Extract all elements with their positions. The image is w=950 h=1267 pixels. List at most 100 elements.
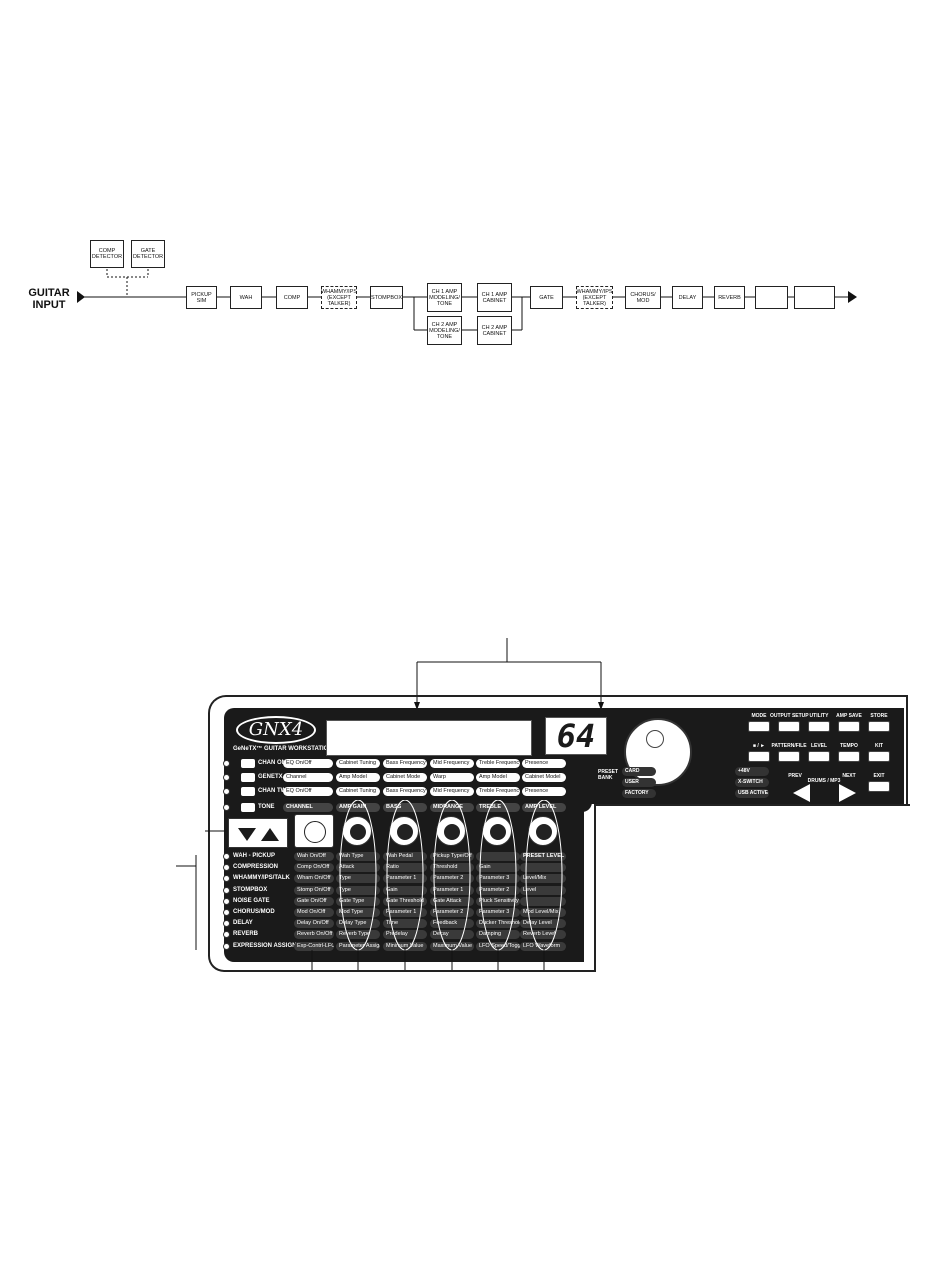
row-select-button[interactable] — [241, 773, 255, 782]
effect-led — [223, 931, 230, 939]
effect-led — [223, 864, 230, 872]
next-arrow-icon[interactable] — [839, 784, 856, 802]
row-led — [223, 804, 230, 811]
parameter-pill: Amp Model — [336, 773, 380, 782]
amp-level-knob[interactable] — [528, 816, 558, 846]
effect-parameter: Parameter 3 — [476, 908, 520, 917]
btn-mode-label: MODE — [751, 713, 767, 719]
effect-parameter: Wham On/Off — [294, 874, 334, 884]
device-outline — [414, 638, 604, 710]
tempo-button[interactable] — [838, 751, 860, 762]
effect-parameter: Level — [520, 885, 566, 895]
effect-led — [223, 886, 230, 894]
effect-parameter: Parameter 2 — [430, 874, 474, 884]
up-down-buttons[interactable] — [228, 818, 288, 848]
effect-parameter: Gate On/Off — [294, 896, 334, 906]
store-button[interactable] — [868, 721, 890, 732]
effect-parameter: Threshold — [430, 863, 474, 873]
delay-block: DELAY — [672, 286, 703, 309]
lcd-display — [326, 720, 532, 756]
parameter-pill: Treble Frequency — [476, 787, 520, 796]
effect-led — [223, 942, 230, 950]
level-button[interactable] — [808, 751, 830, 762]
midrange-knob[interactable] — [436, 816, 466, 846]
effect-row-label[interactable]: WHAMMY/IPS/TALK — [233, 875, 290, 882]
gate-block: GATE — [530, 286, 563, 309]
effect-parameter: Parameter 1 — [430, 885, 474, 895]
btn-utility-label: UTILITY — [809, 713, 829, 719]
row-led — [223, 788, 230, 795]
row-label: CHAN ONE EQ — [258, 760, 301, 766]
bass-knob[interactable] — [389, 816, 419, 846]
parameter-pill: Cabinet Mode — [383, 773, 427, 782]
kit-button[interactable] — [868, 751, 890, 762]
row-label: CHAN TWO EQ — [258, 788, 302, 794]
parameter-pill: Amp Model — [476, 773, 520, 782]
effect-row-label[interactable]: EXPRESSION ASSIGN — [233, 942, 297, 949]
preset-card[interactable]: CARD — [622, 767, 656, 776]
effect-led — [223, 897, 230, 905]
effect-row-label[interactable]: DELAY — [233, 920, 253, 927]
signal-chain-lines — [77, 269, 857, 331]
amp-gain-knob[interactable] — [342, 816, 372, 846]
treble-knob[interactable] — [482, 816, 512, 846]
led-x-switch: X-SWITCH — [735, 778, 769, 787]
ch2-amp-modeling-block: CH 2 AMP MODELING/ TONE — [427, 316, 462, 345]
mode-button[interactable] — [748, 721, 770, 732]
parameter-pill: Treble Frequency — [476, 759, 520, 768]
amp-save-button[interactable] — [838, 721, 860, 732]
row-label: GENETX — [258, 774, 283, 780]
btn-kit-label: KIT — [874, 743, 884, 749]
effect-row-label[interactable]: STOMPBOX — [233, 886, 268, 893]
effect-parameter: Stomp On/Off — [294, 885, 334, 895]
tone-header: AMP GAIN — [336, 803, 380, 812]
btn-tempo-label: TEMPO — [840, 743, 858, 749]
effect-row-label[interactable]: WAH - PICKUP — [233, 853, 275, 859]
effect-parameter: Reverb Type — [336, 930, 380, 940]
effect-parameter: Type — [336, 874, 380, 884]
utility-button[interactable] — [808, 721, 830, 732]
gate-detector-block: GATE DETECTOR — [131, 240, 165, 268]
row-select-button[interactable] — [241, 787, 255, 796]
effect-parameter: Pickup Type/Off — [430, 852, 474, 861]
parameter-pill: Presence — [522, 787, 566, 796]
btn-output-setup-label: OUTPUT SETUP — [770, 713, 809, 719]
effect-parameter: Exp-Contrl-LFO — [294, 941, 334, 951]
effect-row-label[interactable]: NOISE GATE — [233, 897, 270, 904]
gnx4-logo: GNX4 — [236, 716, 316, 744]
preset-factory[interactable]: FACTORY — [622, 789, 656, 798]
output-setup-button[interactable] — [778, 721, 800, 732]
pattern-file-button[interactable] — [778, 751, 800, 762]
comp-detector-block: COMP DETECTOR — [90, 240, 124, 268]
exit-button[interactable] — [868, 781, 890, 792]
btn-pattern-label: PATTERN/FILE — [771, 743, 807, 749]
effect-row-label[interactable]: REVERB — [233, 931, 259, 938]
parameter-pill: Channel — [283, 773, 333, 782]
tone-header: BASS — [383, 803, 427, 812]
effect-parameter: Ducker Threshold — [476, 919, 520, 929]
channel-button[interactable] — [294, 814, 334, 848]
tone-select-button[interactable] — [241, 803, 255, 812]
row-led — [223, 774, 230, 781]
pickup-sim-block: PICKUP SIM — [186, 286, 217, 309]
btn-level-label: LEVEL — [810, 743, 828, 749]
row-led — [223, 760, 230, 767]
device-body-lower-outline — [208, 804, 596, 972]
preset-user[interactable]: USER — [622, 778, 656, 787]
effect-parameter: Maximum Value — [430, 941, 474, 951]
parameter-pill: Bass Frequency — [383, 759, 427, 768]
device-subtitle: GeNeTX™ GUITAR WORKSTATION — [233, 746, 333, 752]
effect-row-label[interactable]: COMPRESSION — [233, 864, 279, 871]
effect-parameter — [520, 896, 566, 906]
row-select-button[interactable] — [241, 759, 255, 768]
parameter-pill: Cabinet Tuning — [336, 787, 380, 796]
effect-row-label[interactable]: CHORUS/MOD — [233, 909, 275, 915]
prev-arrow-icon[interactable] — [793, 784, 810, 802]
effect-parameter: Parameter 2 — [430, 908, 474, 917]
whammy-ips-block: WHAMMY/IPS (except TALKER) — [321, 286, 357, 309]
parameter-pill: Warp — [430, 773, 474, 782]
play-stop-button[interactable] — [748, 751, 770, 762]
effect-parameter: Pluck Sensitivity — [476, 896, 520, 906]
effect-parameter: Type — [336, 885, 380, 895]
device-step-line — [594, 804, 910, 806]
